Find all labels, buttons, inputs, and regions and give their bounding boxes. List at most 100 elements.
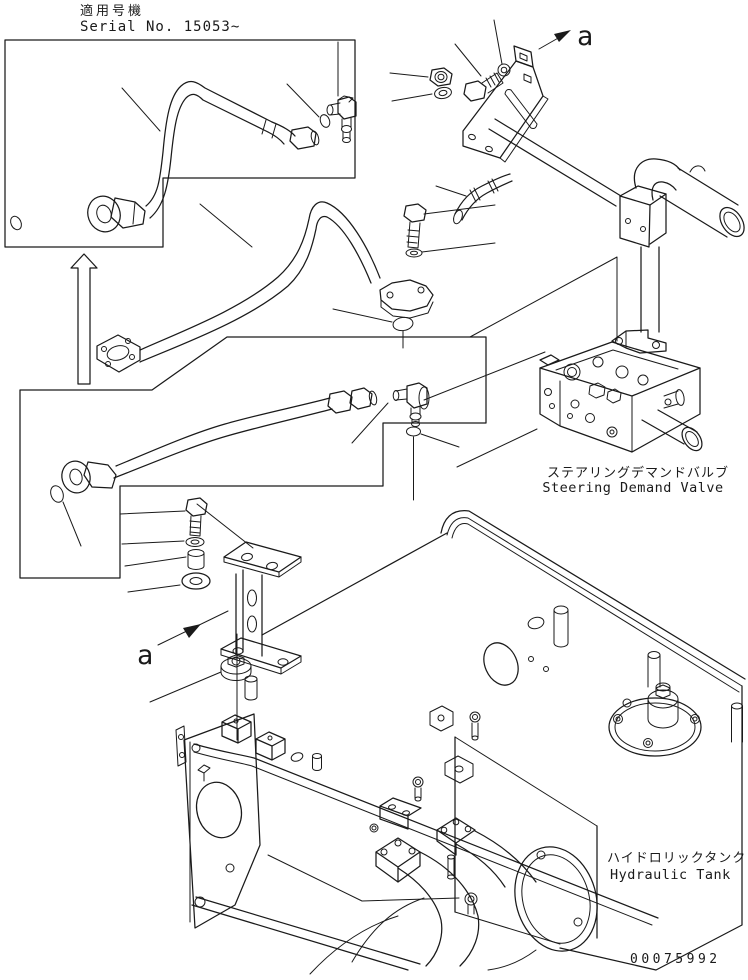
tank-label-en: Hydraulic Tank <box>610 867 731 883</box>
stud-icon <box>731 702 743 743</box>
hose-icon <box>145 80 320 219</box>
leader-line <box>391 93 433 102</box>
hose-fitting-icon <box>61 460 117 494</box>
elbow-fitting-icon <box>406 382 428 409</box>
bracket-assembly-upper <box>389 19 549 225</box>
o-ring-icon <box>406 426 421 437</box>
leader-line <box>149 671 222 703</box>
view-marker-a-lower: a <box>137 610 229 671</box>
tube-icon <box>640 246 660 333</box>
tank-edge <box>559 685 743 971</box>
tank-cover-icon <box>608 682 702 757</box>
tank-edge <box>454 736 598 939</box>
stud-icon <box>244 675 258 701</box>
frame-plate-icon <box>175 713 261 929</box>
mount-post-assembly <box>149 541 302 741</box>
drawing-number: 00075992 <box>630 952 721 967</box>
valve-label-jp: ステアリングデマンドバルブ <box>547 465 729 481</box>
post-top-plate-icon <box>223 541 302 578</box>
serial-number-label: Serial No. 15053~ <box>80 19 240 35</box>
mount-block-icon <box>369 797 422 833</box>
direction-arrow-icon <box>70 253 98 385</box>
valve-top-bracket-icon <box>611 329 667 354</box>
leader-line <box>267 854 460 902</box>
arrowhead-icon <box>183 624 201 638</box>
hose-end-fitting-icon <box>327 387 378 414</box>
bolt-icon <box>403 203 427 249</box>
steering-demand-valve: ステアリングデマンドバルブ Steering Demand Valve <box>456 329 729 496</box>
tube-assembly <box>96 201 496 373</box>
connection-line <box>469 256 618 342</box>
leader-line <box>389 72 429 78</box>
flanged-nut-icon <box>220 654 252 681</box>
valve-label-en: Steering Demand Valve <box>542 480 723 496</box>
leader-line <box>421 242 496 253</box>
leader-line <box>119 510 187 593</box>
flange-icon <box>96 334 141 373</box>
washer-icon <box>497 63 511 77</box>
bolt-icon <box>463 72 504 102</box>
elbow-pipe-icon <box>633 158 745 238</box>
detail-box-lower <box>19 256 618 579</box>
pipe-flange-icon <box>436 817 476 880</box>
leader-line <box>493 19 503 65</box>
leader-line <box>423 204 496 215</box>
leader-line <box>196 503 254 549</box>
detail-box-upper <box>4 39 357 248</box>
flange-icon <box>379 279 434 319</box>
tube-icon <box>139 215 372 363</box>
suction-pipe-icon <box>309 830 537 975</box>
leader-line <box>332 308 393 323</box>
clamp-block-icon <box>619 185 667 248</box>
frame-rail <box>193 751 653 926</box>
frame-rail <box>191 896 421 971</box>
nut-icon <box>429 67 453 87</box>
view-marker-a-upper: a <box>538 21 593 52</box>
view-a-label: a <box>577 21 593 52</box>
washer-icon <box>405 248 423 258</box>
hardware-stack <box>119 497 211 593</box>
leader-line <box>420 433 460 448</box>
o-ring-icon <box>392 316 414 332</box>
bolt-icon <box>464 892 478 915</box>
o-ring-icon <box>50 485 64 503</box>
mount-block-icon <box>255 731 286 761</box>
frame-rail <box>193 743 659 919</box>
leader-line <box>351 402 389 444</box>
valve-port-icon <box>641 409 703 452</box>
leader-line <box>62 501 82 547</box>
view-a-label: a <box>137 640 153 671</box>
tank-label-jp: ハイドロリックタンク <box>607 851 746 866</box>
washer-icon <box>181 572 211 590</box>
serial-header: 適用号機 Serial No. 15053~ <box>80 3 240 35</box>
pipe-flange-icon <box>375 837 421 883</box>
mount-block-icon <box>221 714 252 744</box>
stud-icon <box>647 651 661 688</box>
o-ring-icon <box>319 114 331 128</box>
bolt-icon <box>185 497 208 537</box>
leader-line <box>121 87 161 132</box>
stud-icon <box>312 753 322 771</box>
leader-line <box>199 203 253 248</box>
washer-icon <box>185 537 205 547</box>
washer-icon <box>434 86 452 100</box>
hose-clamp-icon <box>453 173 513 225</box>
arrowhead-icon <box>554 30 571 42</box>
tube-icon <box>139 201 381 351</box>
leader-line <box>286 83 320 118</box>
elbow-fitting-icon <box>326 95 357 143</box>
hydraulic-tank: ハイドロリックタンク Hydraulic Tank <box>175 510 746 975</box>
tank-hole-icon <box>483 642 519 686</box>
leader-line <box>456 428 538 468</box>
pipe-loop-assembly <box>488 118 745 333</box>
hose-fitting-icon <box>87 195 146 233</box>
leader-line <box>435 185 467 197</box>
o-ring-icon <box>10 215 22 231</box>
elbow-fitting-assembly <box>392 351 546 501</box>
leader-line <box>423 351 546 401</box>
suction-flange-icon <box>514 846 598 952</box>
pipe-icon <box>488 118 622 207</box>
stud-icon <box>553 605 569 648</box>
